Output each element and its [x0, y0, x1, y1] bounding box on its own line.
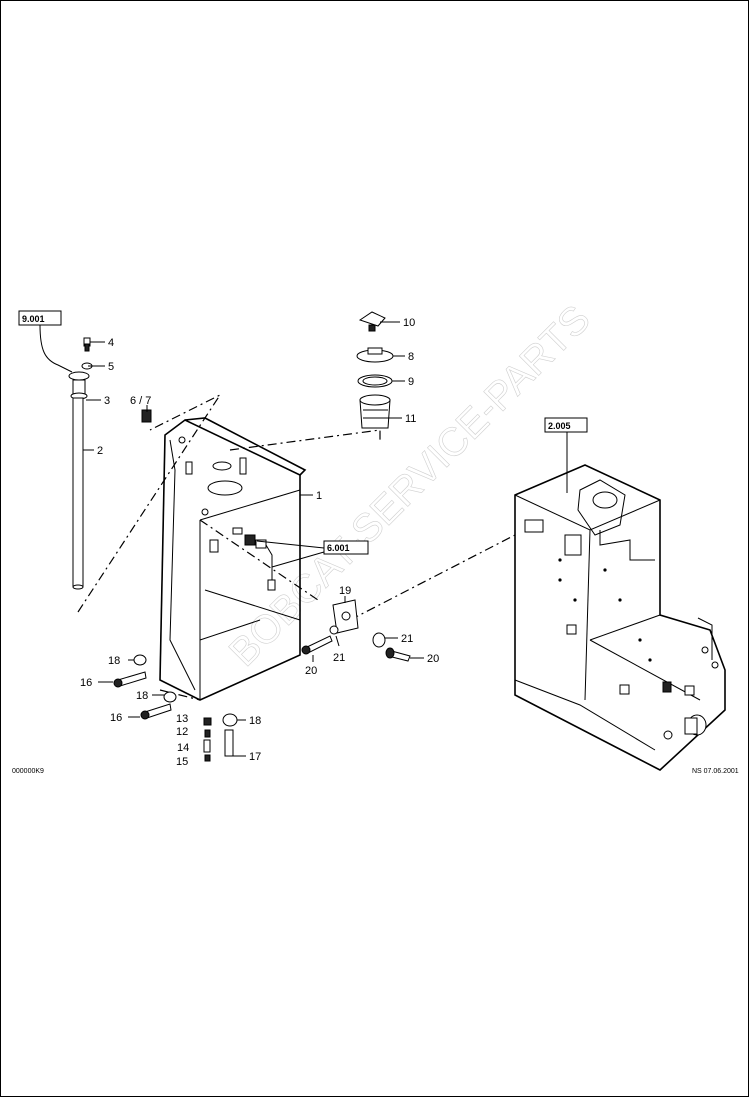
suction-tube-assembly: [39, 324, 93, 590]
reference-6001-label: 6.001: [327, 543, 350, 553]
callout-16-b: 16: [110, 712, 122, 724]
callout-2: 2: [97, 445, 103, 457]
callout-12: 12: [176, 726, 188, 738]
mounting-bracket: [329, 599, 359, 635]
filler-cap-assembly: [356, 311, 394, 429]
bolts-16-18: [113, 654, 177, 720]
callout-11: 11: [405, 413, 416, 425]
leader-lines: [39, 313, 568, 757]
callout-labels: 4 5 3 2 6 / 7 10 8 9 11 1 19 21 20 21 20…: [80, 317, 439, 768]
hydraulic-tank: [159, 417, 307, 701]
callout-15: 15: [176, 756, 188, 768]
reference-6001-box[interactable]: 6.001: [323, 540, 369, 555]
callout-19: 19: [339, 585, 351, 597]
reference-2005-label: 2.005: [548, 421, 571, 431]
reference-2005-box[interactable]: 2.005: [544, 417, 588, 433]
frame-assembly: [514, 464, 726, 771]
callout-14: 14: [177, 742, 189, 754]
drawing-code-right: NS 07.06.2001: [692, 768, 739, 775]
callout-18-c: 18: [249, 715, 261, 727]
callout-4: 4: [108, 337, 114, 349]
reference-9001-label: 9.001: [22, 314, 45, 324]
callout-13: 13: [176, 713, 188, 725]
callout-5: 5: [108, 361, 114, 373]
callout-21-a: 21: [401, 633, 413, 645]
callout-17: 17: [249, 751, 261, 763]
callout-1: 1: [316, 490, 322, 502]
bolts-20-21: [301, 632, 411, 662]
callout-9: 9: [408, 376, 414, 388]
callout-20-b: 20: [305, 665, 317, 677]
callout-21-b: 21: [333, 652, 345, 664]
connection-lines: [77, 393, 516, 701]
drawing-code-left: 000000K9: [12, 768, 44, 775]
reference-9001-box[interactable]: 9.001: [18, 310, 62, 326]
callout-18-a: 18: [108, 655, 120, 667]
callout-8: 8: [408, 351, 414, 363]
callout-3: 3: [104, 395, 110, 407]
hose-fittings: [232, 527, 276, 591]
callout-20-a: 20: [427, 653, 439, 665]
callout-16-a: 16: [80, 677, 92, 689]
callout-6-7: 6 / 7: [130, 395, 151, 407]
callout-10: 10: [403, 317, 415, 329]
bolts-12-17: [203, 713, 238, 762]
callout-18-b: 18: [136, 690, 148, 702]
